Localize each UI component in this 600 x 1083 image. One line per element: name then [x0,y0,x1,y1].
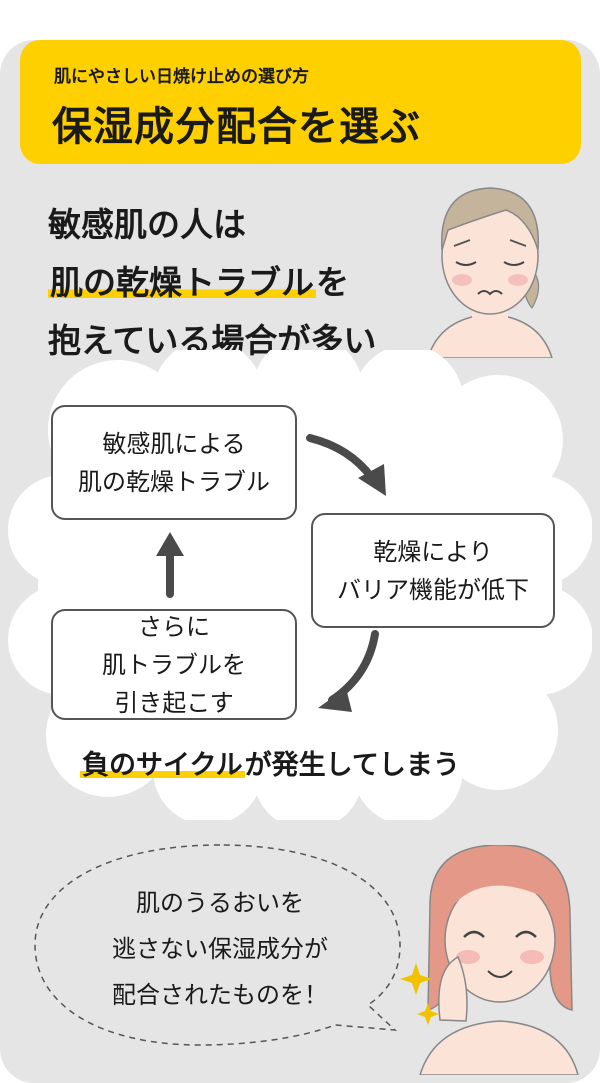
cycle-step-3: さらに 肌トラブルを 引き起こす [51,609,297,720]
headline-line-2: 肌の乾燥トラブルを [48,254,376,312]
cycle-caption-highlight: 負のサイクル [80,750,245,781]
headline-line-1: 敏感肌の人は [48,205,246,244]
header-banner: 肌にやさしい日焼け止めの選び方 保湿成分配合を選ぶ [20,40,581,164]
headline-highlight: 肌の乾燥トラブル [48,263,316,302]
cycle-step-2: 乾燥により バリア機能が低下 [311,513,555,628]
cycle-step-3-line-3: 引き起こす [114,688,234,717]
sparkle-icon [400,963,432,995]
sparkle-small-icon [417,1003,439,1025]
arrow-right-down-head-icon [358,464,386,496]
advice-line-3: 配合されたものを！ [112,981,328,1009]
cycle-caption-rest: が発生してしまう [244,750,460,781]
happy-woman-illustration [400,845,579,1075]
cycle-step-3-line-1: さらに [138,612,210,641]
advice-text: 肌のうるおいを 逃さない保湿成分が 配合されたものを！ [70,880,370,1018]
headline-line-2-rest: を [316,263,349,302]
cycle-step-2-line-1: 乾燥により [373,537,493,566]
cycle-step-1-line-1: 敏感肌による [102,429,246,458]
banner-title: 保湿成分配合を選ぶ [52,104,421,150]
cycle-caption: 負のサイクルが発生してしまう [80,743,460,782]
banner-subtitle: 肌にやさしい日焼け止めの選び方 [54,67,309,87]
arrow-right-down-icon [306,434,376,482]
arrow-left-down-head-icon [318,688,352,712]
advice-line-1: 肌のうるおいを [136,889,304,917]
cycle-step-2-line-2: バリア機能が低下 [337,575,529,604]
troubled-woman-illustration [427,187,553,358]
arrow-up-head-icon [156,532,184,556]
advice-line-2: 逃さない保湿成分が [112,935,328,963]
cycle-step-3-line-2: 肌トラブルを [102,650,246,679]
cycle-step-1: 敏感肌による 肌の乾燥トラブル [51,405,297,520]
cycle-step-1-line-2: 肌の乾燥トラブル [78,467,270,496]
